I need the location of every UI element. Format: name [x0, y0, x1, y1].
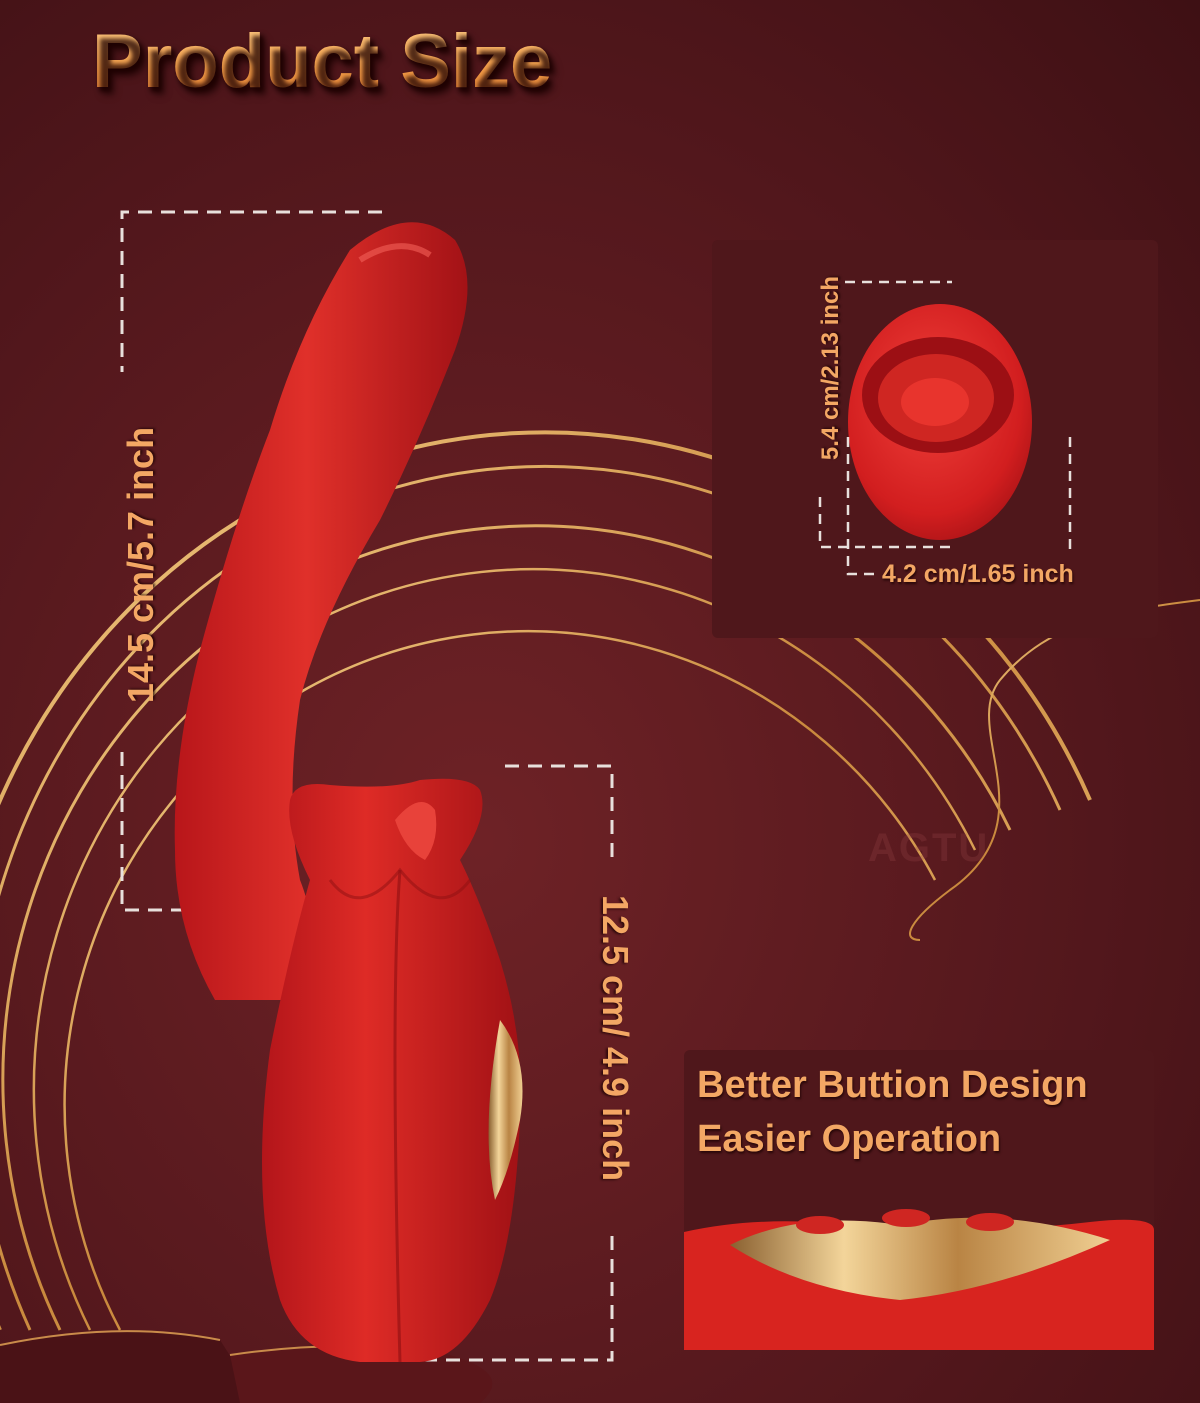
body-length-label: 12.5 cm/ 4.9 inch — [595, 894, 636, 1182]
dimension-bracket-body — [395, 764, 614, 1362]
head-width-label: 4.2 cm/1.65 inch — [882, 560, 1074, 588]
feature-line-1: Better Buttion Design — [697, 1064, 1088, 1106]
head-detail-image — [848, 304, 1032, 540]
dimension-bracket-main — [120, 210, 382, 912]
button-detail-image — [684, 1209, 1154, 1350]
brand-watermark: AGTU — [868, 826, 990, 870]
feature-line-2: Easier Operation — [697, 1118, 1002, 1160]
page-title: Product Size — [92, 19, 553, 104]
head-height-label: 5.4 cm/2.13 inch — [817, 275, 844, 461]
product-flower-body — [262, 778, 523, 1363]
product-arm — [174, 222, 468, 1000]
dimension-bracket-head — [818, 280, 1072, 576]
main-length-label: 14.5 cm/5.7 inch — [120, 426, 161, 704]
feature-text: Better Buttion Design Easier Operation — [697, 1058, 1088, 1166]
